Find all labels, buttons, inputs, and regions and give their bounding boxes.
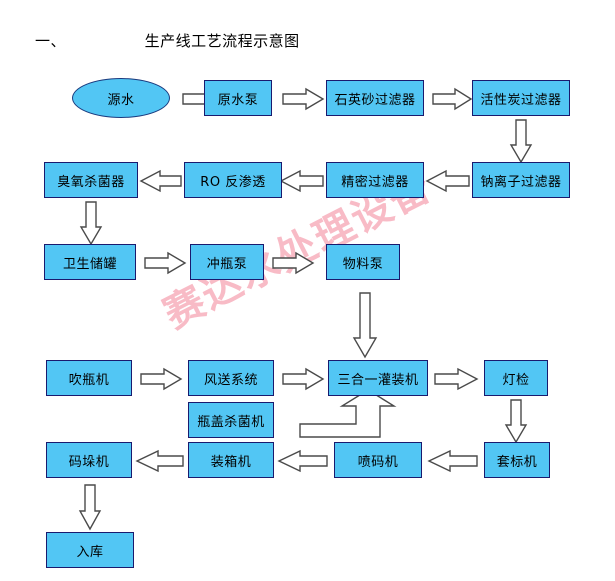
title-number: 一、 (35, 32, 67, 50)
node-ozone-sterilizer[interactable]: 臭氧杀菌器 (44, 162, 138, 198)
node-cap-sterilizer[interactable]: 瓶盖杀菌机 (188, 402, 274, 438)
node-palletizer[interactable]: 码垛机 (46, 442, 132, 478)
node-label: 石英砂过滤器 (334, 92, 416, 108)
arrow-down-carbonfilter-to-sodiumfilter (509, 119, 533, 164)
node-three-in-one-filler[interactable]: 三合一灌装机 (328, 360, 428, 396)
arrow-left-sodiumfilter-to-precisionfilter (425, 169, 470, 193)
arrow-right-blower-to-airconveying (140, 367, 183, 391)
arrow-right-storagetank-to-rinsepump (144, 251, 187, 275)
node-label: 码垛机 (68, 454, 110, 470)
node-label: 卫生储罐 (62, 256, 117, 272)
page-title: 一、 生产线工艺流程示意图 (35, 30, 300, 51)
node-source-water[interactable]: 源水 (72, 78, 170, 118)
arrow-left-precisionfilter-to-ro (279, 169, 324, 193)
arrow-right-filler-to-lampinspection (434, 367, 479, 391)
node-label: 冲瓶泵 (206, 256, 248, 272)
arrow-down-palletizer-to-warehousing (78, 484, 102, 531)
arrow-right-rawpump-to-sandfilter (282, 87, 325, 111)
node-label: 瓶盖杀菌机 (197, 414, 265, 430)
title-text: 生产线工艺流程示意图 (144, 32, 300, 50)
node-label: 套标机 (496, 454, 538, 470)
arrow-left-labeler-to-inkjet (427, 449, 478, 473)
node-label: RO 反渗透 (200, 174, 266, 190)
arrow-right-sandfilter-to-carbonfilter (432, 87, 473, 111)
node-label: 臭氧杀菌器 (57, 174, 125, 190)
node-label: 活性炭过滤器 (480, 92, 562, 108)
node-air-conveying-system[interactable]: 风送系统 (188, 360, 274, 396)
node-label: 灯检 (502, 372, 530, 388)
arrow-right-rinsepump-to-materialpump (272, 251, 315, 275)
node-warehousing[interactable]: 入库 (46, 532, 134, 568)
node-label: 原水泵 (217, 92, 259, 108)
node-quartz-sand-filter[interactable]: 石英砂过滤器 (326, 80, 424, 116)
node-sanitary-storage-tank[interactable]: 卫生储罐 (44, 244, 136, 280)
node-material-pump[interactable]: 物料泵 (326, 244, 400, 280)
node-label: 三合一灌装机 (337, 372, 419, 388)
node-label: 风送系统 (203, 372, 258, 388)
arrow-elbow-up-capsterilizer-to-filler (298, 388, 397, 438)
arrow-left-inkjet-to-casepacker (277, 449, 328, 473)
node-inkjet-printer[interactable]: 喷码机 (334, 442, 422, 478)
node-bottle-rinse-pump[interactable]: 冲瓶泵 (190, 244, 264, 280)
node-label: 钠离子过滤器 (480, 174, 562, 190)
node-lamp-inspection[interactable]: 灯检 (484, 360, 548, 396)
arrow-down-ozone-to-storagetank (79, 201, 103, 246)
node-bottle-blowing-machine[interactable]: 吹瓶机 (46, 360, 132, 396)
node-raw-water-pump[interactable]: 原水泵 (204, 80, 272, 116)
node-sodium-ion-filter[interactable]: 钠离子过滤器 (472, 162, 570, 198)
node-case-packer[interactable]: 装箱机 (188, 442, 274, 478)
node-label: 装箱机 (210, 454, 252, 470)
arrow-left-ro-to-ozone (139, 169, 182, 193)
node-label: 吹瓶机 (68, 372, 110, 388)
arrow-right-airconveying-to-filler (282, 367, 325, 391)
node-label: 物料泵 (342, 256, 384, 272)
node-label: 源水 (107, 92, 135, 108)
node-label: 喷码机 (357, 454, 399, 470)
node-label: 精密过滤器 (341, 174, 409, 190)
node-labeling-machine[interactable]: 套标机 (484, 442, 550, 478)
node-label: 入库 (76, 544, 104, 560)
arrow-left-casepacker-to-palletizer (135, 449, 184, 473)
arrow-down-lampinspection-to-labeler (504, 399, 528, 444)
node-precision-filter[interactable]: 精密过滤器 (326, 162, 424, 198)
node-activated-carbon-filter[interactable]: 活性炭过滤器 (472, 80, 570, 116)
arrow-down-materialpump-to-filler (352, 292, 378, 359)
node-ro-reverse-osmosis[interactable]: RO 反渗透 (184, 162, 282, 198)
